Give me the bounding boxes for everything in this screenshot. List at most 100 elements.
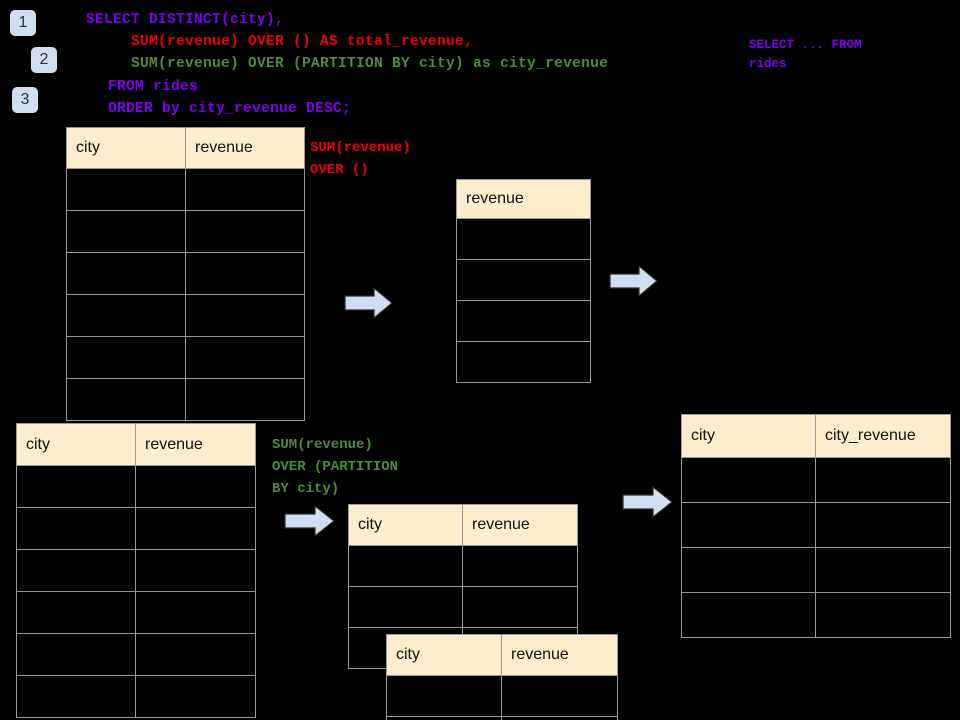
table-cell xyxy=(456,300,591,342)
column-header-city-revenue: city_revenue xyxy=(815,414,951,458)
table-cell xyxy=(135,507,256,550)
table-cell xyxy=(681,457,816,503)
column-header-city: city xyxy=(681,414,816,458)
table-row xyxy=(348,545,578,587)
table-row xyxy=(16,633,256,676)
table-row xyxy=(456,300,591,342)
step-badge-2[interactable]: 2 xyxy=(31,47,57,73)
column-header-city: city xyxy=(66,127,186,169)
table-cell xyxy=(16,675,136,718)
sql-line-order-by: ORDER by city_revenue DESC; xyxy=(108,101,352,117)
arrow-source-to-total xyxy=(344,286,394,325)
step-badge-3-label: 3 xyxy=(20,91,30,108)
column-header-revenue: revenue xyxy=(501,634,618,676)
column-header-revenue: revenue xyxy=(185,127,305,169)
table-cell xyxy=(185,378,305,421)
table-cell xyxy=(135,591,256,634)
column-header-city: city xyxy=(386,634,502,676)
annotation-sum-over-partition: SUM(revenue) OVER (PARTITION BY city) xyxy=(272,437,399,497)
table-cell xyxy=(681,502,816,548)
step-badge-1[interactable]: 1 xyxy=(10,10,36,36)
table-cell xyxy=(462,545,578,587)
table-row xyxy=(16,675,256,718)
table-cell xyxy=(16,633,136,676)
table-cell xyxy=(185,336,305,379)
table-cell xyxy=(185,210,305,253)
table-row xyxy=(66,168,305,211)
sql-line-from-rides: FROM rides xyxy=(108,79,199,95)
table-cell xyxy=(501,716,618,720)
table-header-row: city city_revenue xyxy=(681,414,951,458)
table-row xyxy=(66,294,305,337)
city-revenue-result-table: city city_revenue xyxy=(681,414,951,638)
column-header-revenue: revenue xyxy=(135,423,256,466)
table-row xyxy=(681,457,951,503)
table-cell xyxy=(681,592,816,638)
table-row xyxy=(66,210,305,253)
table-row xyxy=(16,507,256,550)
table-cell xyxy=(66,294,186,337)
table-row xyxy=(681,592,951,638)
table-cell xyxy=(66,378,186,421)
column-header-revenue: revenue xyxy=(462,504,578,546)
table-cell xyxy=(386,716,502,720)
table-cell xyxy=(348,545,463,587)
table-cell xyxy=(185,252,305,295)
table-row xyxy=(16,591,256,634)
table-cell xyxy=(66,252,186,295)
table-cell xyxy=(16,591,136,634)
table-cell xyxy=(456,341,591,383)
table-row xyxy=(16,549,256,592)
table-row xyxy=(681,502,951,548)
table-cell xyxy=(815,502,951,548)
sql-line-select-distinct: SELECT DISTINCT(city), xyxy=(86,12,285,28)
table-header-row: city revenue xyxy=(16,423,256,466)
table-row xyxy=(16,465,256,508)
table-row xyxy=(456,218,591,260)
side-note-select-from-rides: SELECT ... FROM rides xyxy=(749,38,862,71)
table-cell xyxy=(16,549,136,592)
table-cell xyxy=(135,633,256,676)
table-cell xyxy=(815,457,951,503)
table-row xyxy=(66,252,305,295)
sql-line-sum-over-partition: SUM(revenue) OVER (PARTITION BY city) as… xyxy=(131,56,609,72)
table-cell xyxy=(66,168,186,211)
table-header-row: city revenue xyxy=(348,504,578,546)
step-badge-1-label: 1 xyxy=(18,14,28,31)
table-row xyxy=(681,547,951,593)
table-cell xyxy=(501,675,618,717)
column-header-revenue: revenue xyxy=(456,179,591,219)
table-cell xyxy=(16,465,136,508)
table-row xyxy=(348,586,578,628)
table-cell xyxy=(185,168,305,211)
table-cell xyxy=(135,549,256,592)
step-badge-3[interactable]: 3 xyxy=(12,87,38,113)
table-row xyxy=(456,341,591,383)
table-cell xyxy=(135,465,256,508)
table-row xyxy=(456,259,591,301)
table-cell xyxy=(386,675,502,717)
table-cell xyxy=(185,294,305,337)
table-cell xyxy=(66,210,186,253)
column-header-city: city xyxy=(16,423,136,466)
table-row xyxy=(66,336,305,379)
table-cell xyxy=(16,507,136,550)
arrow-source-to-partition xyxy=(284,504,336,543)
table-header-row: revenue xyxy=(456,179,591,219)
table-row xyxy=(386,675,618,717)
rides-source-table-top: city revenue xyxy=(66,127,305,421)
step-badge-2-label: 2 xyxy=(39,51,49,68)
table-cell xyxy=(456,259,591,301)
table-cell xyxy=(681,547,816,593)
table-cell xyxy=(456,218,591,260)
table-cell xyxy=(348,586,463,628)
table-row xyxy=(66,378,305,421)
table-cell xyxy=(815,592,951,638)
table-row xyxy=(386,716,618,720)
rides-source-table-bottom: city revenue xyxy=(16,423,256,718)
table-cell xyxy=(815,547,951,593)
arrow-total-to-next xyxy=(609,264,659,303)
column-header-city: city xyxy=(348,504,463,546)
arrow-partition-to-result xyxy=(622,485,674,524)
